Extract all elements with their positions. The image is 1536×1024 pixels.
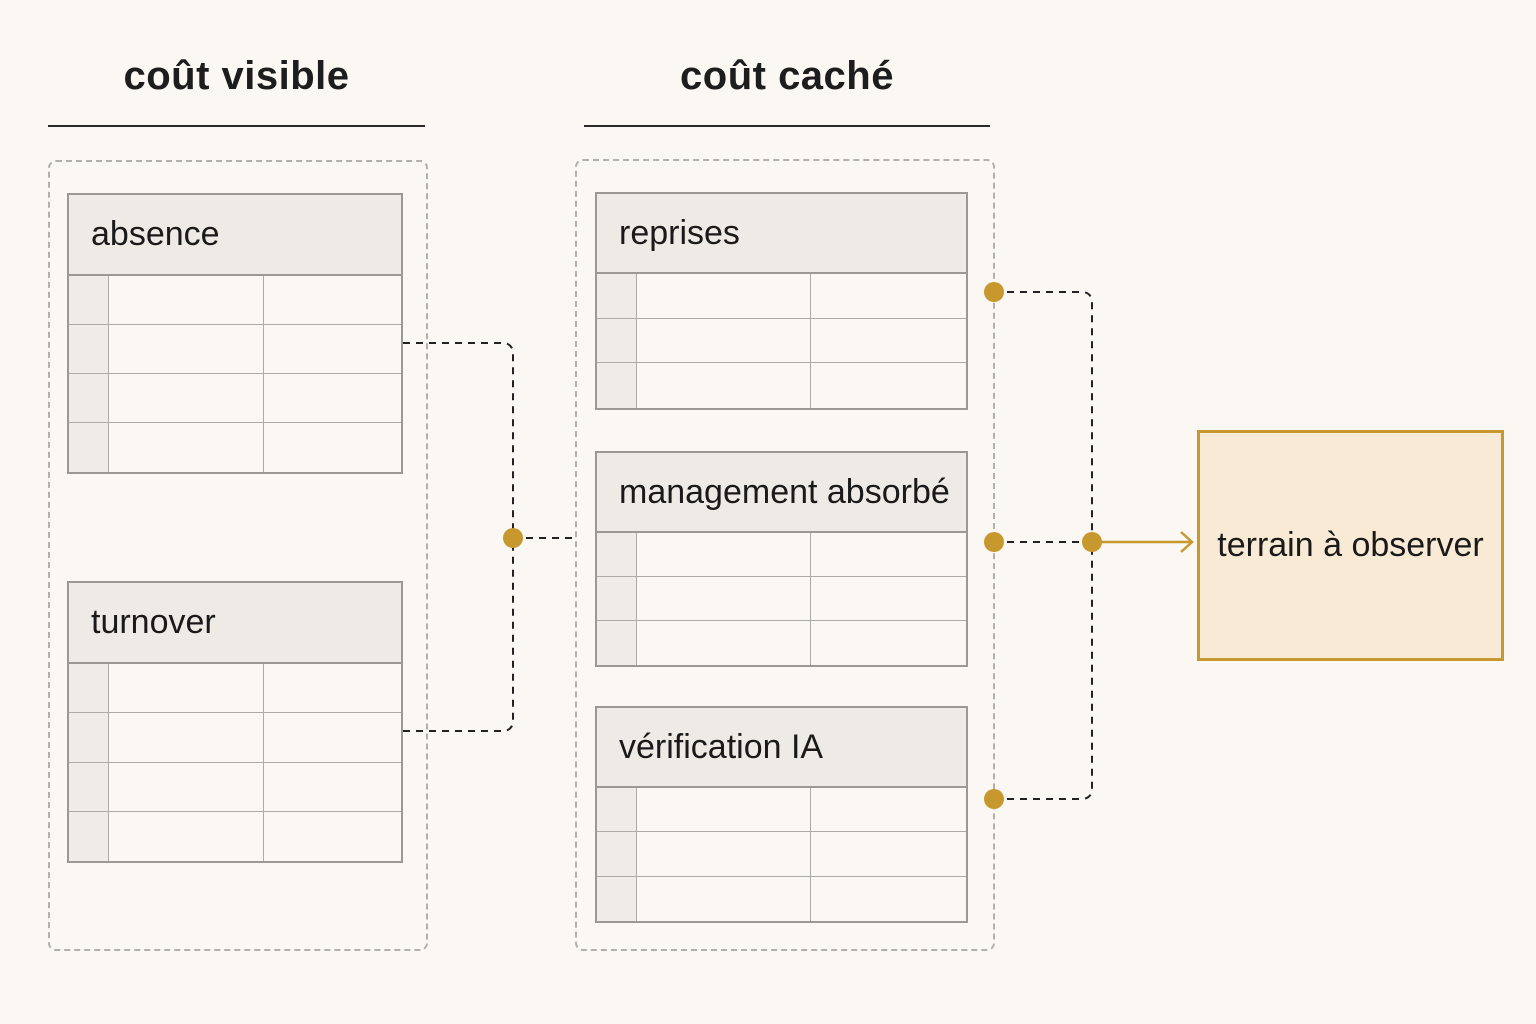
- table-row: [597, 832, 966, 877]
- arrow-head-icon: [1180, 531, 1194, 553]
- table-cell: [637, 274, 811, 318]
- table-cell: [69, 374, 109, 422]
- table-cell: [637, 363, 811, 408]
- target-terrain-a-observer: terrain à observer: [1197, 430, 1504, 661]
- card-verification-ia-title: vérification IA: [597, 708, 966, 788]
- table-cell: [69, 811, 109, 861]
- heading-cout-visible: coût visible: [123, 54, 350, 98]
- card-reprises-title: reprises: [597, 194, 966, 274]
- table-cell: [109, 325, 264, 373]
- visible-cost-group: [48, 160, 428, 951]
- table-cell: [69, 664, 109, 713]
- table-row: [597, 363, 966, 408]
- node-verification: [984, 789, 1004, 809]
- card-absence: absence: [67, 193, 403, 474]
- card-reprises: reprises: [595, 192, 968, 410]
- table-row: [69, 276, 401, 325]
- table-cell: [637, 533, 811, 576]
- table-cell: [109, 374, 264, 422]
- table-cell: [597, 788, 637, 832]
- table-row: [69, 374, 401, 423]
- table-row: [69, 762, 401, 812]
- table-cell: [69, 762, 109, 811]
- table-row: [69, 713, 401, 763]
- table-cell: [69, 325, 109, 373]
- table-row: [597, 621, 966, 665]
- card-reprises-grid: [597, 274, 966, 408]
- table-cell: [597, 876, 637, 921]
- card-management-absorbe: management absorbé: [595, 451, 968, 667]
- table-cell: [109, 276, 264, 324]
- heading-underline-hidden: [584, 125, 990, 127]
- connector-reprises: [994, 291, 1093, 542]
- table-cell: [637, 318, 811, 363]
- heading-cout-cache: coût caché: [680, 54, 894, 98]
- table-row: [597, 533, 966, 577]
- table-cell: [109, 811, 264, 861]
- table-cell: [109, 762, 264, 811]
- card-turnover: turnover: [67, 581, 403, 863]
- hidden-cost-group: [575, 159, 995, 951]
- connector-absence: [403, 342, 514, 538]
- node-management: [984, 532, 1004, 552]
- table-row: [69, 664, 401, 714]
- table-row: [597, 318, 966, 364]
- table-cell: [637, 577, 811, 620]
- node-hidden-merge: [1082, 532, 1102, 552]
- table-cell: [637, 876, 811, 921]
- card-verification-ia-grid: [597, 788, 966, 921]
- table-cell: [637, 621, 811, 665]
- table-cell: [597, 832, 637, 876]
- table-cell: [597, 318, 637, 363]
- table-cell: [597, 363, 637, 408]
- table-row: [597, 274, 966, 319]
- target-label: terrain à observer: [1217, 526, 1484, 564]
- connector-verification: [994, 542, 1093, 800]
- table-row: [69, 811, 401, 861]
- table-cell: [637, 832, 811, 876]
- table-cell: [69, 423, 109, 472]
- table-cell: [69, 276, 109, 324]
- node-visible-merge: [503, 528, 523, 548]
- card-absence-title: absence: [69, 195, 401, 276]
- card-absence-grid: [69, 276, 401, 472]
- card-turnover-title: turnover: [69, 583, 401, 664]
- table-cell: [109, 713, 264, 762]
- table-cell: [637, 788, 811, 832]
- table-cell: [69, 713, 109, 762]
- card-management-absorbe-grid: [597, 533, 966, 665]
- table-row: [597, 788, 966, 833]
- table-row: [597, 876, 966, 921]
- heading-underline-visible: [48, 125, 425, 127]
- table-cell: [597, 533, 637, 576]
- table-cell: [109, 423, 264, 472]
- table-row: [69, 325, 401, 374]
- table-row: [597, 577, 966, 621]
- card-verification-ia: vérification IA: [595, 706, 968, 923]
- table-cell: [597, 621, 637, 665]
- card-turnover-grid: [69, 664, 401, 861]
- card-management-absorbe-title: management absorbé: [597, 453, 966, 533]
- table-cell: [109, 664, 264, 713]
- node-reprises: [984, 282, 1004, 302]
- table-cell: [597, 577, 637, 620]
- connector-turnover: [403, 538, 514, 732]
- table-cell: [597, 274, 637, 318]
- table-row: [69, 423, 401, 472]
